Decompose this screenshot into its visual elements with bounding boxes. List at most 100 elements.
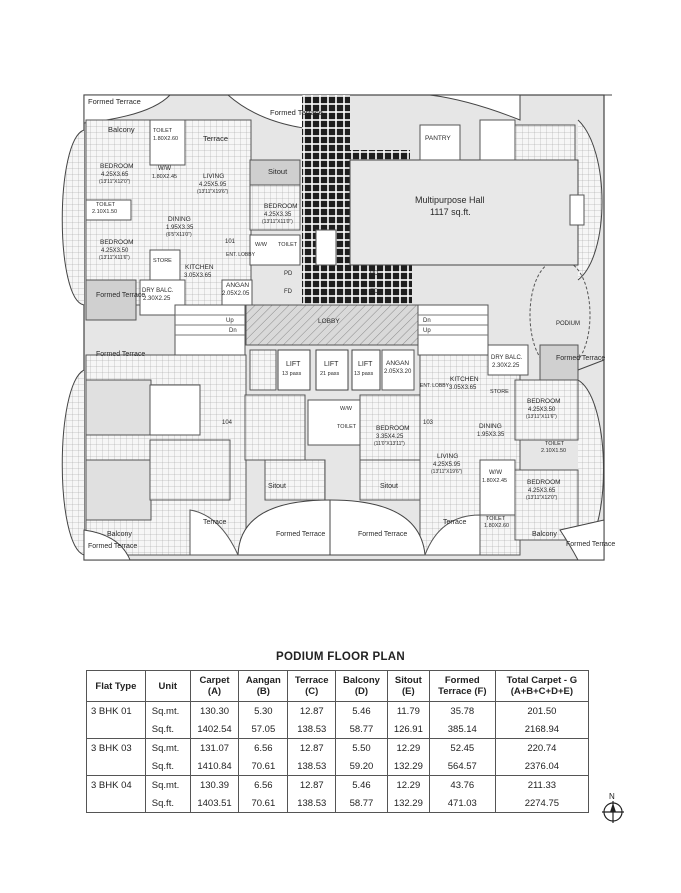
- label-formed-terrace-bl: Formed Terrace: [88, 543, 137, 550]
- label-bedroom-1-ft: (13'11"X12'0"): [99, 179, 131, 185]
- label-unit-103: 103: [423, 420, 434, 426]
- cell-unit: Sq.mt.: [144, 738, 191, 757]
- column-header-line: Balcony: [342, 675, 380, 686]
- cell-formed: 52.45: [428, 738, 496, 757]
- cell-sitout: 132.29: [386, 794, 430, 813]
- cell-terrace: 12.87: [287, 775, 337, 794]
- label-bedroom-4: BEDROOM: [376, 425, 410, 432]
- lobby: [245, 304, 419, 346]
- cell-total: 2376.04: [494, 757, 590, 776]
- cell-unit: Sq.ft.: [144, 720, 191, 739]
- label-bedroom-6-ft: (13'11"X12'0"): [526, 495, 558, 501]
- cell-unit: Sq.mt.: [144, 701, 191, 720]
- label-ent-lobby-1: ENT. LOBBY: [226, 252, 256, 258]
- label-store: STORE: [153, 258, 172, 264]
- label-living-1-dim: 4.25X5.95: [199, 182, 227, 188]
- label-toilet-d: TOILET: [337, 424, 357, 430]
- label-podium: PODIUM: [556, 321, 580, 327]
- lift-3: [351, 349, 381, 391]
- cell-aangan: 5.30: [238, 701, 289, 720]
- floor-plan-drawing: Formed Terrace Balcony Terrace Formed Te…: [61, 94, 615, 561]
- label-toilet-b-dim: 2.10X1.50: [92, 209, 117, 215]
- column-header: Terrace(C): [287, 670, 337, 702]
- cell-unit: Sq.ft.: [144, 757, 191, 776]
- column-header-line: (D): [354, 686, 369, 697]
- cell-carpet: 1402.54: [189, 720, 240, 739]
- cell-balcony: 59.20: [335, 757, 388, 776]
- label-dining-1-dim: 1.95X3.35: [166, 225, 194, 231]
- label-kitchen-2-dim: 3.05X3.65: [449, 385, 477, 391]
- label-pantry: PANTRY: [425, 135, 451, 142]
- label-dining-2: DINING: [479, 423, 502, 430]
- multipurpose-hall: [349, 159, 579, 266]
- label-formed-terrace-top: Formed Terrace: [270, 108, 323, 117]
- label-living-2: LIVING: [437, 453, 458, 460]
- label-wiw-3: W/W: [340, 406, 353, 412]
- plan-title: PODIUM FLOOR PLAN: [275, 651, 406, 663]
- cell-type: [86, 757, 146, 776]
- label-multipurpose-area: 1117 sq.ft.: [430, 207, 471, 217]
- cell-total: 2274.75: [494, 794, 590, 813]
- label-wiw-2: W/W: [255, 242, 268, 248]
- cell-sitout: 11.79: [386, 701, 430, 720]
- label-kitchen-1: KITCHEN: [185, 264, 214, 271]
- label-living-2-ft: (13'11"X19'6"): [431, 469, 463, 475]
- label-balcony-bl: Balcony: [107, 531, 132, 538]
- cell-terrace: 12.87: [287, 701, 337, 720]
- cell-terrace: 138.53: [287, 757, 337, 776]
- cell-formed: 35.78: [428, 701, 496, 720]
- column-header-line: (E): [402, 686, 415, 697]
- cell-balcony: 58.77: [335, 794, 388, 813]
- label-bedroom-5-dim: 4.25X3.50: [528, 407, 556, 413]
- label-toilet-c: TOILET: [278, 242, 298, 248]
- cell-total: 201.50: [494, 701, 590, 720]
- label-lift-2: LIFT: [324, 361, 339, 368]
- label-bedroom-1: BEDROOM: [100, 163, 134, 170]
- label-bedroom-2: BEDROOM: [100, 239, 134, 246]
- left-bulge-upper: [61, 129, 85, 306]
- label-pd-1: PD: [284, 271, 293, 277]
- column-header: Total Carpet - G(A+B+C+D+E): [494, 670, 590, 702]
- label-toilet-f-dim: 1.80X2.60: [484, 523, 509, 529]
- cell-terrace: 138.53: [287, 794, 337, 813]
- label-bedroom-2-dim: 4.25X3.50: [101, 248, 129, 254]
- label-wiw-4-dim: 1.80X2.45: [482, 478, 507, 484]
- label-fd: FD: [284, 289, 293, 295]
- label-formed-terrace-l2: Formed Terrace: [96, 351, 145, 358]
- column-header-line: (A+B+C+D+E): [510, 686, 574, 697]
- lift-1: [277, 349, 311, 391]
- label-dining-1: DINING: [168, 216, 191, 223]
- label-bedroom-5-ft: (13'11"X11'6"): [526, 414, 557, 420]
- label-bedroom-4-dim: 3.35X4.25: [376, 434, 404, 440]
- label-store-2: STORE: [490, 389, 509, 395]
- cell-sitout: 132.29: [386, 757, 430, 776]
- column-header: Sitout(E): [386, 670, 430, 702]
- cell-total: 220.74: [494, 738, 590, 757]
- label-up-right: Up: [423, 328, 431, 334]
- label-living-1-ft: (13'11"X19'6"): [197, 189, 229, 195]
- cell-formed: 564.57: [428, 757, 496, 776]
- cell-sitout: 126.91: [386, 720, 430, 739]
- north-arrow-icon: N: [602, 792, 624, 823]
- cell-carpet: 1410.84: [189, 757, 240, 776]
- cell-sitout: 12.29: [386, 775, 430, 794]
- cell-aangan: 70.61: [238, 794, 289, 813]
- label-bedroom-1-dim: 4.25X3.65: [101, 172, 129, 178]
- label-bedroom-3-dim: 4.25X3.35: [264, 212, 292, 218]
- column-header-line: (A): [207, 686, 222, 697]
- column-header: Aangan(B): [238, 670, 289, 702]
- cell-formed: 471.03: [428, 794, 496, 813]
- cell-formed: 43.76: [428, 775, 496, 794]
- label-balcony-tl: Balcony: [108, 125, 135, 134]
- column-header-line: (B): [256, 686, 270, 697]
- label-toilet-a: TOILET: [153, 128, 173, 134]
- label-lift-1-cap: 13 pass: [282, 371, 302, 377]
- column-header-line: Carpet: [199, 675, 230, 686]
- label-formed-terrace-bc1: Formed Terrace: [276, 531, 325, 538]
- label-terrace-tl: Terrace: [203, 134, 228, 143]
- cell-type: [86, 794, 146, 813]
